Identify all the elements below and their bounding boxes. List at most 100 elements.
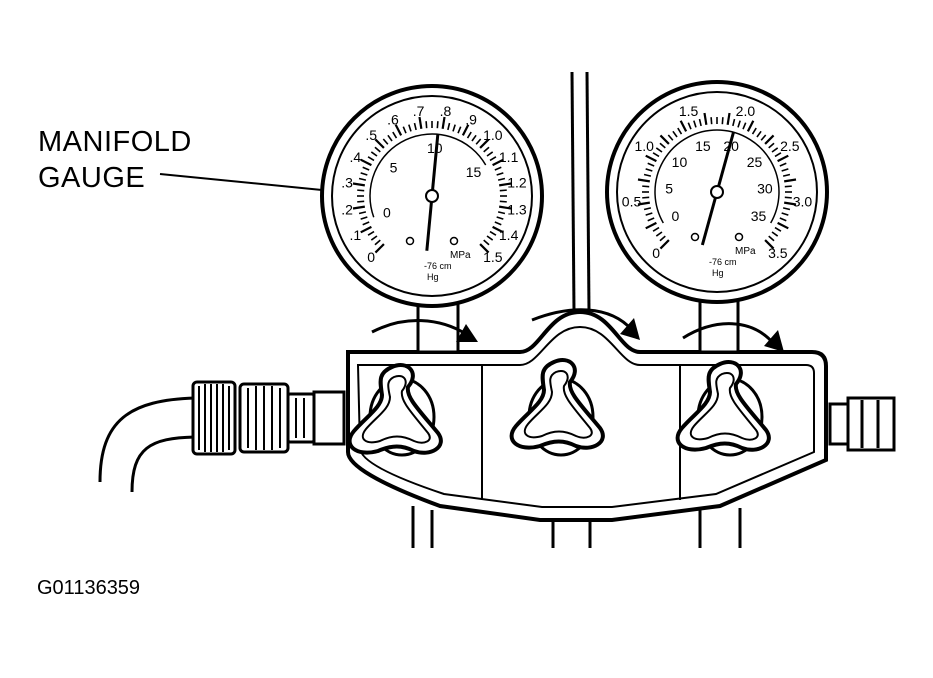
gauge-tick — [742, 122, 747, 130]
gauge-tick — [479, 138, 490, 149]
gauge-tick — [645, 154, 657, 163]
gauge-unit: MPa — [450, 250, 471, 261]
outer-scale-label: 1.0 — [634, 138, 654, 154]
gauge-tick — [362, 221, 370, 226]
gauge-tick — [777, 154, 789, 163]
gauge-tick — [362, 166, 370, 171]
gauge-tick — [732, 118, 736, 127]
outer-scale-label: .7 — [413, 103, 425, 119]
gauge-tick — [489, 156, 497, 162]
outer-scale-label: .8 — [440, 103, 452, 119]
gauge-tick — [418, 116, 423, 130]
figure-id: G01136359 — [37, 577, 141, 599]
charging-hose — [98, 396, 196, 493]
gauge-tick — [672, 130, 678, 138]
gauge-tick — [637, 201, 651, 206]
gauge-tick — [746, 120, 755, 132]
gauge-tick — [497, 211, 506, 215]
outer-scale-label: 2.5 — [780, 138, 800, 154]
gauge-tick — [721, 117, 724, 125]
gauge-tick — [642, 196, 650, 199]
gauge-tick — [782, 173, 791, 177]
gauge-tick — [764, 134, 775, 145]
gauge-tick — [370, 235, 378, 241]
valve-knob-center[interactable] — [509, 358, 605, 450]
gauge-tick — [645, 212, 653, 216]
gauge-tick — [358, 211, 367, 215]
gauge-tick — [783, 178, 797, 183]
gauge-tick — [357, 189, 365, 192]
gauge-tick — [659, 239, 670, 250]
gauge-tick — [357, 200, 365, 203]
gauge-tick — [774, 152, 782, 158]
gauge-tick — [659, 142, 666, 149]
gauge-tick — [710, 117, 713, 125]
outer-scale-label: 1.3 — [507, 201, 527, 217]
needle-hub — [425, 189, 439, 203]
gauge-tick — [645, 221, 657, 230]
gauge-tick — [771, 231, 779, 237]
gauge-tick — [781, 212, 789, 216]
outer-scale-label: 1.4 — [499, 227, 519, 243]
gauge-tick — [367, 230, 375, 236]
outer-scale-label: 1.5 — [483, 249, 503, 265]
inner-scale-label: 30 — [757, 180, 773, 196]
gauge-tick — [693, 120, 697, 128]
gauge-tick — [779, 162, 787, 167]
outer-scale-label: 0 — [367, 249, 375, 265]
gauge-tick — [643, 173, 652, 177]
gauge-tick — [779, 217, 787, 222]
face-screw — [405, 236, 415, 246]
face-screw — [734, 232, 744, 242]
gauge-tick — [771, 147, 779, 153]
outer-scale-label: .2 — [341, 201, 353, 217]
gauge-tick — [413, 122, 417, 131]
gauge-tick — [374, 146, 381, 153]
gauge-tick — [737, 120, 741, 128]
valve-knob-low[interactable] — [347, 363, 443, 455]
gauge-tick — [655, 231, 663, 237]
gauge-tick — [479, 243, 490, 254]
gauge-tick — [494, 166, 502, 171]
gauge-tick — [679, 120, 688, 132]
gauge-tick — [486, 235, 494, 241]
gauge-tick — [643, 207, 652, 211]
inner-scale-label: 10 — [672, 154, 688, 170]
gauge-tick — [483, 239, 490, 246]
gauge-tick — [698, 118, 702, 127]
gauge-tick — [374, 243, 385, 254]
gauge-tick — [471, 134, 477, 142]
hose-coupling — [191, 380, 346, 456]
gauge-unit: MPa — [735, 246, 756, 257]
gauge-tick — [370, 151, 378, 157]
gauge-tick — [659, 134, 670, 145]
gauge-tick — [492, 225, 504, 234]
gauge-tick — [768, 235, 775, 242]
right-fitting — [828, 396, 896, 452]
face-screw — [449, 236, 459, 246]
gauge-tick — [441, 116, 446, 130]
outer-scale-label: .4 — [350, 149, 362, 165]
valve-knob-high[interactable] — [675, 360, 771, 452]
gauge-tick — [784, 196, 792, 199]
gauge-tick — [492, 158, 504, 167]
gauge-tick — [751, 127, 757, 135]
gauge-tick — [781, 168, 789, 172]
inner-scale-label: 15 — [695, 138, 711, 154]
gauge-tick — [774, 226, 782, 232]
gauge-tick — [461, 124, 470, 136]
gauge-tick — [652, 152, 660, 158]
gauge-tick — [760, 134, 767, 141]
gauge-tick — [667, 134, 674, 141]
gauge-tick — [475, 138, 482, 145]
gauge-tick — [637, 178, 651, 183]
gauge-tick — [499, 189, 507, 192]
bottom-pipes — [411, 506, 742, 548]
gauge-tick — [360, 225, 372, 234]
gauge-tick — [647, 217, 655, 222]
inner-scale-arc — [369, 133, 487, 218]
outer-scale-label: 1.1 — [499, 149, 519, 165]
gauge-tick — [436, 121, 439, 129]
